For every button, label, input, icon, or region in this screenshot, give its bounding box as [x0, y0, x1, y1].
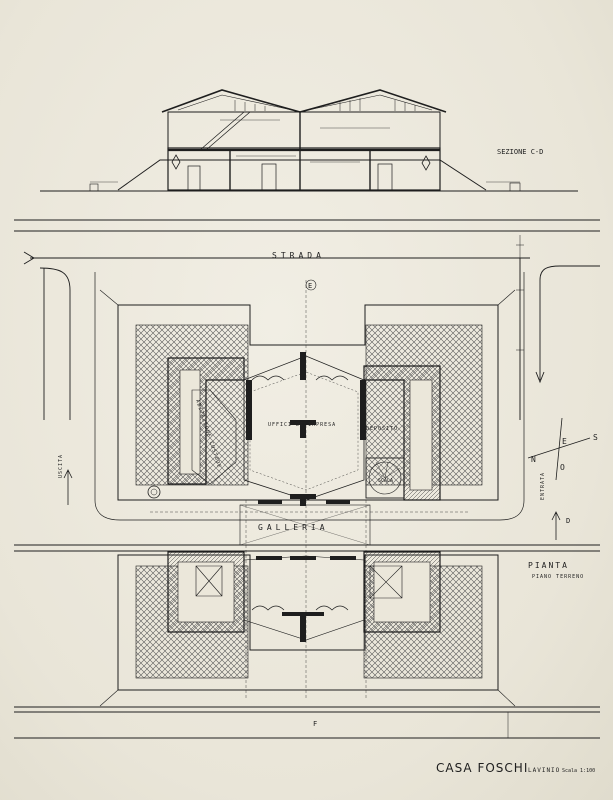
upper-floor-section	[167, 111, 441, 151]
gallery-band	[239, 504, 371, 546]
plan-subtitle: PIANO TERRENO	[532, 574, 584, 580]
street-label: STRADA	[272, 251, 325, 260]
compass-n: N	[531, 455, 536, 464]
project-place: LAVINIO	[528, 767, 560, 774]
plan-title: PIANTA	[528, 561, 569, 570]
marker-right: D	[566, 517, 570, 525]
project-title: CASA FOSCHI	[436, 761, 528, 775]
section-stair	[199, 111, 251, 151]
marker-bottom: F	[313, 720, 317, 728]
ground-floor-plan	[99, 280, 516, 707]
dimension-marks	[507, 235, 524, 738]
section-label: SEZIONE C-D	[497, 148, 543, 156]
exit-arrow	[63, 469, 73, 505]
compass-rose	[527, 417, 591, 481]
room-offices-label: UFFICI DI IMPRESA	[268, 422, 336, 428]
exit-label: USCITA	[58, 454, 64, 478]
compass-e: E	[562, 437, 567, 446]
compass-o: O	[560, 463, 565, 472]
project-scale: Scala 1:100	[562, 768, 595, 774]
entrance-arrow	[551, 511, 561, 540]
stair-plan	[365, 457, 405, 499]
room-stair-label: SCALA	[378, 478, 393, 484]
compass-s: S	[593, 433, 598, 442]
gallery-label: GALLERIA	[258, 523, 329, 532]
room-deposit-label: DEPOSITO	[366, 426, 398, 432]
section-drawing	[40, 89, 578, 192]
marker-top: E	[308, 282, 312, 290]
ground-floor-section	[167, 147, 441, 191]
entrance-label: ENTRATA	[540, 472, 546, 500]
